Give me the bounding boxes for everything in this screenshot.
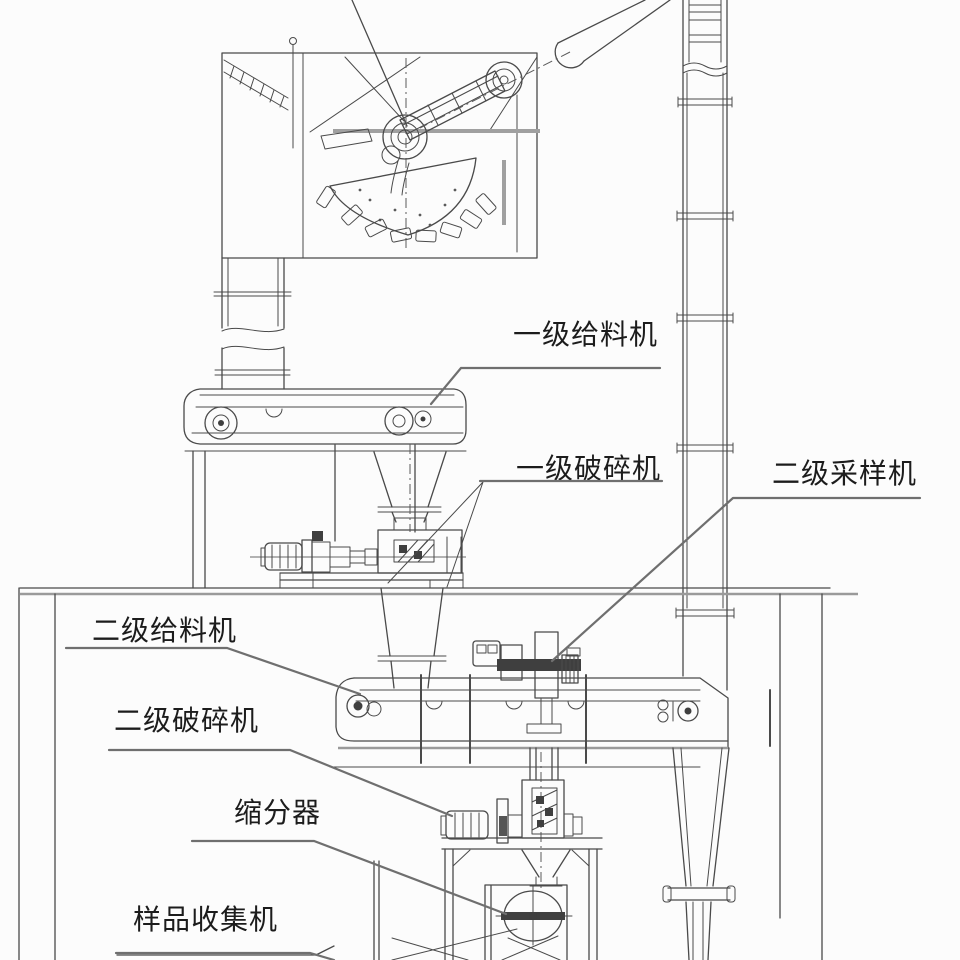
primary-crusher-machine (250, 481, 484, 589)
secondary-crusher-motor (440, 798, 523, 844)
arm-hub (381, 114, 428, 196)
crusher-base (279, 572, 464, 589)
primary-feeder-machine (183, 388, 467, 589)
feeder-roller-right (384, 406, 432, 436)
splitter-discharge-lines (391, 928, 561, 960)
sample-splitter (373, 860, 573, 960)
secondary-crusher-text: 二级破碎机 (114, 704, 259, 737)
sampler-housing (221, 52, 538, 259)
label-splitter: 缩分器 (190, 796, 508, 916)
primary-crusher-funnel (373, 444, 447, 532)
bolt-detail (289, 37, 297, 149)
secondary-feeder-roller-left (346, 694, 382, 718)
pan-texture-dots (358, 188, 457, 227)
sampler-shaft (497, 659, 581, 671)
secondary-crusher-machine (440, 747, 603, 960)
label-secondary-sampler: 二级采样机 (550, 457, 922, 663)
rotary-sampler-box (221, 37, 540, 259)
pipe-break-symbol (221, 327, 285, 351)
inlet-chute-hatch (223, 59, 289, 111)
crusher-stand (441, 837, 603, 960)
feeder-roller-left (204, 406, 283, 440)
building-structure (18, 587, 858, 960)
feeder-support-rods (420, 674, 771, 764)
bucket-ring (316, 185, 497, 243)
feeder-arches (425, 700, 585, 710)
splitter-text: 缩分器 (234, 796, 321, 829)
splitter-funnel (521, 849, 571, 887)
return-chute (419, 0, 671, 129)
secondary-feeder-text: 二级给料机 (92, 614, 237, 647)
primary-crusher-motor (260, 531, 378, 573)
label-secondary-crusher: 二级破碎机 (107, 704, 454, 818)
label-primary-feeder: 一级给料机 (429, 318, 662, 406)
elevator-flanges (675, 96, 735, 619)
primary-feeder-leader (429, 366, 662, 406)
sample-collector-text: 样品收集机 (133, 903, 278, 936)
crusher-gusset-lines (387, 481, 484, 588)
secondary-feeder-leader (64, 646, 362, 696)
primary-feeder-text: 一级给料机 (513, 318, 658, 351)
chute-axis (419, 51, 571, 129)
right-wall (779, 593, 823, 960)
sample-collector-leader (114, 951, 336, 960)
stand-column (373, 860, 380, 960)
arm-drive-motor (485, 61, 523, 99)
sampler-motor (472, 640, 501, 667)
callout-labels: 一级给料机 一级破碎机 二级采样机 二级给料机 二级破碎机 缩分器 样品收集机 (64, 318, 922, 960)
primary-crusher-text: 一级破碎机 (516, 452, 661, 485)
bucket-elevator (675, 0, 735, 691)
sampler-arm (399, 70, 506, 141)
column-break-symbol (682, 62, 728, 77)
label-primary-crusher: 一级破碎机 (478, 452, 664, 485)
top-leader-line (351, 0, 408, 127)
label-secondary-feeder: 二级给料机 (64, 614, 362, 696)
secondary-sampler-leader (550, 496, 922, 663)
secondary-feeder-machine (329, 674, 771, 768)
feeder-legs (192, 444, 416, 589)
secondary-feeder-funnel (377, 587, 447, 689)
primary-crusher-body (377, 529, 463, 574)
label-sample-collector: 样品收集机 (114, 903, 336, 960)
secondary-feeder-roller-right (657, 699, 699, 723)
left-wall (18, 587, 56, 960)
elevator-discharge-cone (662, 747, 736, 960)
sample-pan (320, 128, 477, 236)
secondary-crusher-body (521, 779, 583, 839)
secondary-crusher-leader (107, 748, 454, 818)
splitter-leader (190, 839, 508, 916)
secondary-sampler-head (472, 631, 581, 734)
secondary-sampler-text: 二级采样机 (772, 457, 917, 490)
drop-pipe (213, 257, 292, 390)
